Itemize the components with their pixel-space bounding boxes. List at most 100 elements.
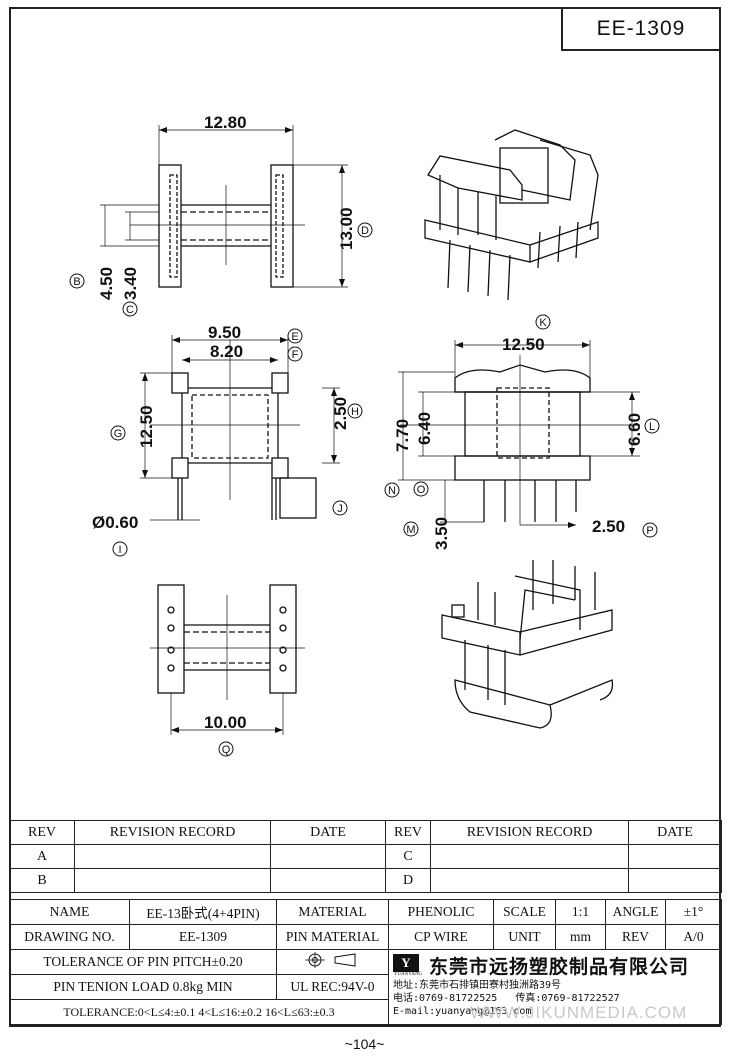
ref-label-b: B: [73, 276, 80, 288]
spec-row-name: NAME EE-13卧式(4+4PIN) MATERIAL PHENOLIC S…: [9, 899, 722, 925]
record-cell: [430, 868, 629, 893]
ref-circle-k: [535, 314, 551, 330]
technical-drawing: 12.80 13.00 4.50 3.40 9.50 8.20 12.50 2.…: [69, 113, 660, 757]
name-label: NAME: [9, 899, 130, 925]
ref-label-c: C: [126, 304, 134, 316]
ref-circle-e: [287, 328, 303, 344]
ref-label-n: N: [388, 485, 396, 497]
ref-label-g: G: [114, 428, 123, 440]
watermark: WWW.JIKUNMEDIA.COM: [470, 1003, 688, 1022]
pin-material-label: PIN MATERIAL: [276, 924, 389, 950]
date-cell: [270, 844, 386, 869]
ref-label-q: Q: [222, 744, 231, 756]
page-number: ~104~: [344, 1036, 385, 1052]
date-header: DATE: [270, 820, 386, 845]
isometric-view-top: [424, 129, 599, 301]
ref-circle-m: [403, 521, 419, 537]
company-block: Y YUANYANG 东莞市远扬塑胶制品有限公司 地址:东莞市石排镇田寮村独洲路…: [388, 949, 722, 1025]
ref-label-e: E: [291, 331, 298, 343]
ref-label-m: M: [406, 524, 415, 536]
ref-circle-l: [644, 418, 660, 434]
dimension-labels: 12.80 13.00 4.50 3.40 9.50 8.20 12.50 2.…: [92, 113, 644, 732]
logo-caption: YUANYANG: [393, 971, 423, 977]
ref-label-h: H: [351, 406, 359, 418]
ref-label-d: D: [361, 225, 369, 237]
ref-circle-b: [69, 273, 85, 289]
bottom-view: [150, 584, 305, 735]
scale-value: 1:1: [555, 899, 606, 925]
rev-cell: B: [9, 868, 75, 893]
revision-row: B D: [9, 868, 722, 893]
date-cell: [628, 844, 722, 869]
spec-table: NAME EE-13卧式(4+4PIN) MATERIAL PHENOLIC S…: [9, 899, 722, 1025]
unit-label: UNIT: [493, 924, 556, 950]
rev-value: A/0: [665, 924, 722, 950]
ref-label-p: P: [646, 525, 653, 537]
ref-circle-d: [357, 222, 373, 238]
dim-front-h3: 6.60: [625, 413, 644, 446]
company-address: 地址:东莞市石排镇田寮村独洲路39号: [393, 980, 562, 991]
rev-cell: A: [9, 844, 75, 869]
dim-front-h1: 7.70: [393, 419, 412, 452]
dim-side-pin-spacing: 2.50: [331, 397, 350, 430]
pin-load: PIN TENION LOAD 0.8kg MIN: [9, 974, 277, 1000]
dim-front-pin-len: 3.50: [432, 517, 451, 550]
ref-circle-i: [112, 541, 128, 557]
dim-front-width: 12.50: [502, 335, 545, 354]
ref-circle-c: [122, 301, 138, 317]
ref-label-i: I: [118, 544, 121, 556]
ref-label-o: O: [417, 484, 426, 496]
name-value: EE-13卧式(4+4PIN): [129, 899, 277, 925]
rev-header: REV: [9, 820, 75, 845]
drawing-sheet: [9, 7, 721, 1027]
date-cell: [628, 868, 722, 893]
dim-side-inner: 8.20: [210, 342, 243, 361]
ref-circle-q: [218, 741, 234, 757]
dim-top-inner-b: 3.40: [121, 267, 140, 300]
logo-icon: Y: [393, 953, 419, 972]
side-view: [140, 335, 340, 521]
revision-record-header: REVISION RECORD: [430, 820, 629, 845]
ref-circle-h: [347, 403, 363, 419]
scale-label: SCALE: [493, 899, 556, 925]
ref-circle-n: [384, 482, 400, 498]
rev-header: REV: [385, 820, 431, 845]
dim-bottom-width: 10.00: [204, 713, 247, 732]
rev-cell: D: [385, 868, 431, 893]
revision-header-row: REV REVISION RECORD DATE REV REVISION RE…: [9, 820, 722, 845]
date-cell: [270, 868, 386, 893]
record-cell: [430, 844, 629, 869]
angle-label: ANGLE: [605, 899, 666, 925]
spec-row-tolerance: TOLERANCE:0<L≤4:±0.1 4<L≤16:±0.2 16<L≤63…: [9, 999, 722, 1025]
spec-row-drawing: DRAWING NO. EE-1309 PIN MATERIAL CP WIRE…: [9, 924, 722, 950]
ref-label-f: F: [292, 349, 299, 361]
dim-front-pitch: 2.50: [592, 517, 625, 536]
company-logo: Y YUANYANG: [393, 953, 423, 978]
material-value: PHENOLIC: [388, 899, 494, 925]
dim-front-h2: 6.40: [415, 412, 434, 445]
ref-circle-o: [413, 481, 429, 497]
drawing-no-value: EE-1309: [129, 924, 277, 950]
front-view: [398, 340, 640, 526]
dim-side-height: 12.50: [137, 405, 156, 448]
company-phone-fax: 电话:0769-81722525 传真:0769-81722527: [393, 992, 717, 1005]
angle-value: ±1°: [665, 899, 722, 925]
unit-value: mm: [555, 924, 606, 950]
pin-material-value: CP WIRE: [388, 924, 494, 950]
company-name: 东莞市远扬塑胶制品有限公司: [429, 956, 690, 978]
ref-circle-f: [287, 346, 303, 362]
company-header: Y YUANYANG 东莞市远扬塑胶制品有限公司: [393, 952, 717, 979]
rev-label: REV: [605, 924, 666, 950]
revision-row: A C: [9, 844, 722, 869]
dim-pin-diameter: Ø0.60: [92, 513, 138, 532]
ref-circle-g: [110, 425, 126, 441]
dim-top-inner-a: 4.50: [97, 267, 116, 300]
pitch-tolerance: TOLERANCE OF PIN PITCH±0.20: [9, 949, 277, 975]
ref-label-k: K: [539, 317, 547, 329]
dim-top-height: 13.00: [337, 207, 356, 250]
ref-circle-p: [642, 522, 658, 538]
dim-side-outer: 9.50: [208, 323, 241, 342]
ul-rec: UL REC:94V-0: [276, 974, 389, 1000]
tolerance-line: TOLERANCE:0<L≤4:±0.1 4<L≤16:±0.2 16<L≤63…: [9, 999, 389, 1025]
record-cell: [74, 844, 271, 869]
